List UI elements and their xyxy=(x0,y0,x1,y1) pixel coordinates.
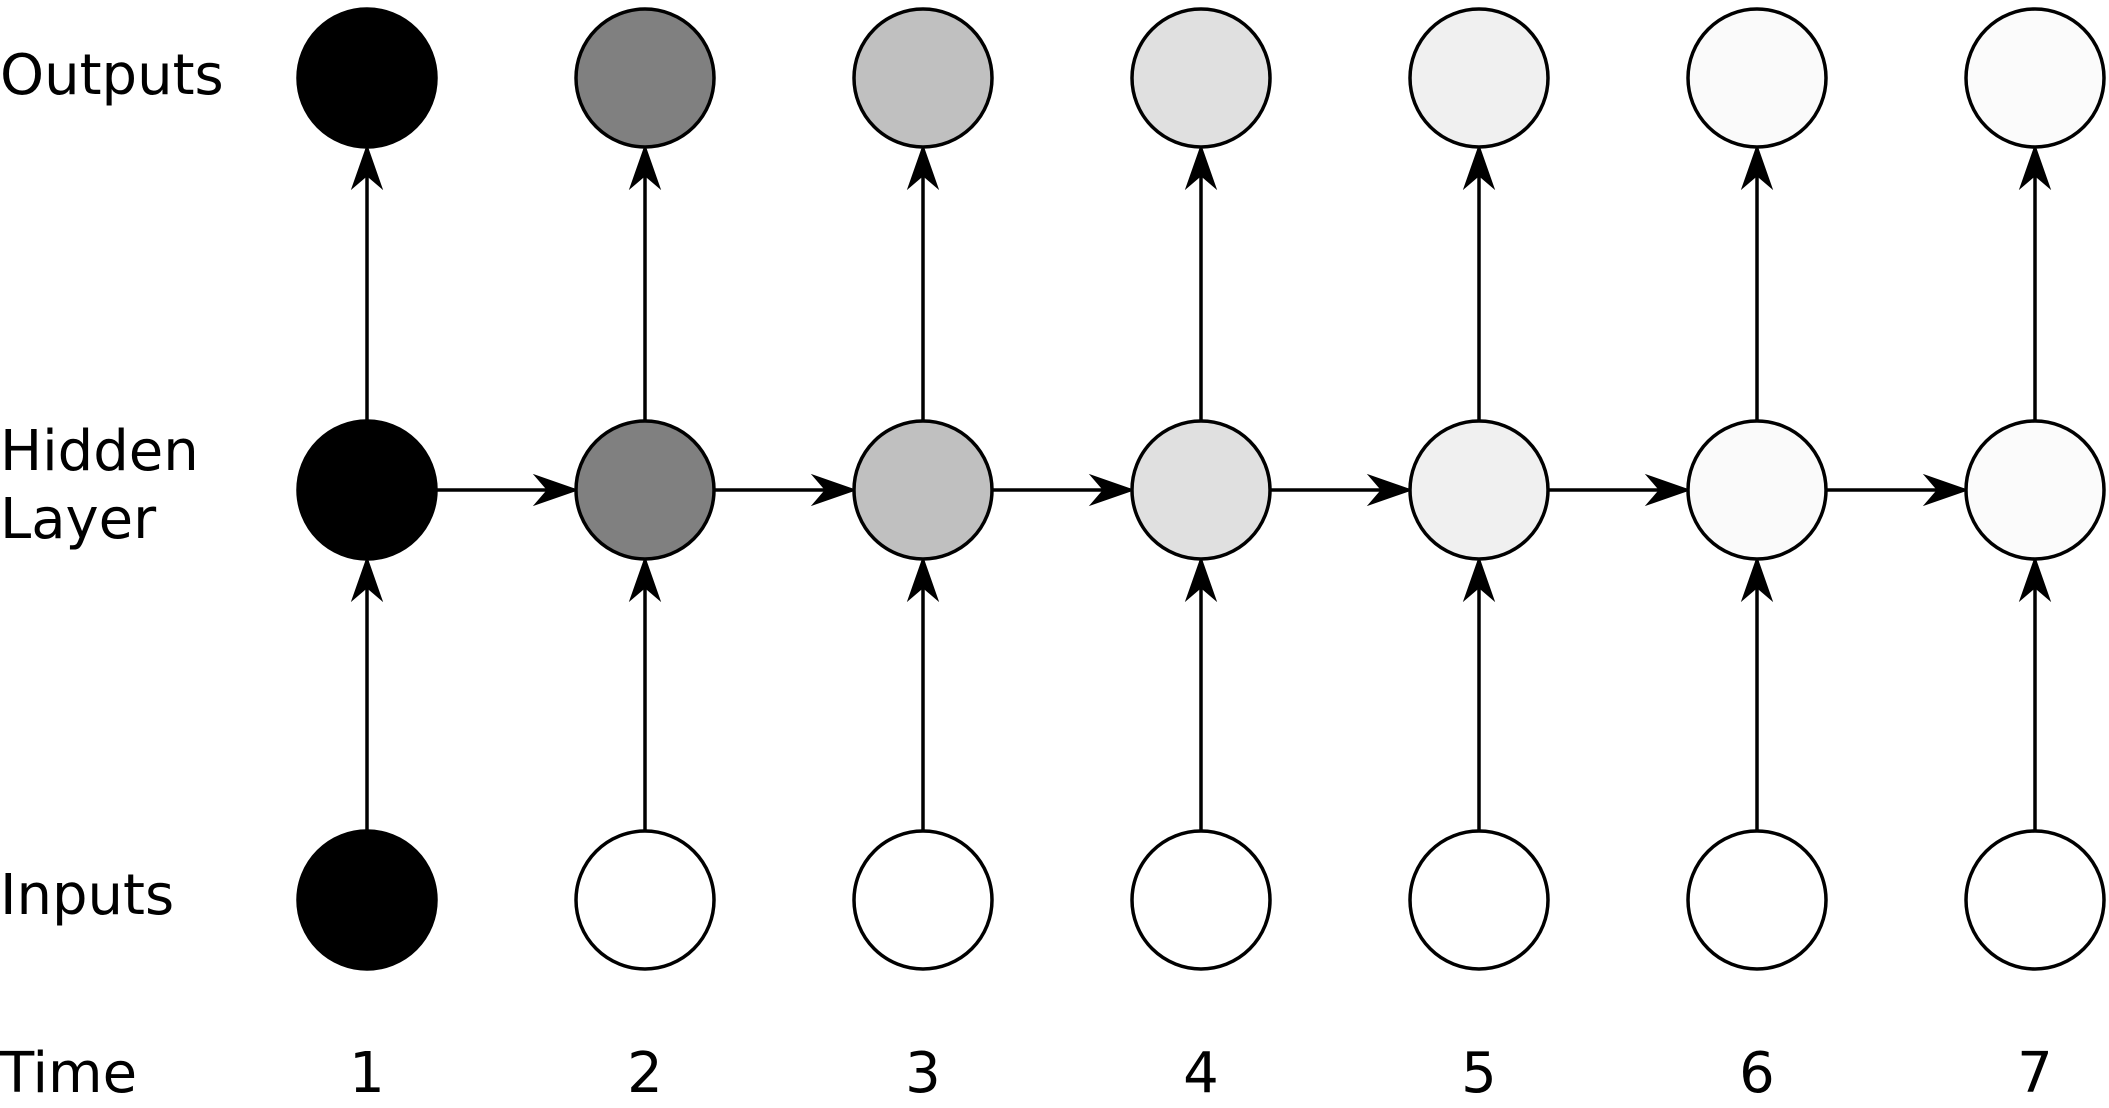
hidden-to-output-arrowhead xyxy=(906,143,940,191)
hidden-node xyxy=(1130,419,1272,561)
inputs-row-label: Inputs xyxy=(0,863,175,928)
time-step-label: 7 xyxy=(2017,1041,2053,1106)
time-step-label: 1 xyxy=(349,1041,385,1106)
recurrent-arrowhead xyxy=(1922,473,1970,507)
edges-group xyxy=(350,143,2052,831)
output-node xyxy=(574,7,716,149)
recurrent-arrowhead xyxy=(810,473,858,507)
output-node xyxy=(1964,7,2106,149)
input-to-hidden-arrowhead xyxy=(1462,555,1496,603)
hidden-to-output-arrowhead xyxy=(1462,143,1496,191)
input-to-hidden-arrowhead xyxy=(906,555,940,603)
hidden-node xyxy=(296,419,438,561)
input-to-hidden-arrowhead xyxy=(350,555,384,603)
hidden-node xyxy=(1408,419,1550,561)
hidden-to-output-arrowhead xyxy=(1184,143,1218,191)
input-to-hidden-arrowhead xyxy=(1184,555,1218,603)
hidden-node xyxy=(1964,419,2106,561)
time-step-label: 4 xyxy=(1183,1041,1219,1106)
time-row-label: Time xyxy=(0,1041,138,1106)
hidden-node xyxy=(574,419,716,561)
input-to-hidden-arrowhead xyxy=(628,555,662,603)
time-step-label: 2 xyxy=(627,1041,663,1106)
hidden-to-output-arrowhead xyxy=(628,143,662,191)
input-node xyxy=(852,829,994,971)
recurrent-arrowhead xyxy=(1644,473,1692,507)
hidden-to-output-arrowhead xyxy=(350,143,384,191)
hidden-node xyxy=(1686,419,1828,561)
time-step-label: 3 xyxy=(905,1041,941,1106)
hidden-to-output-arrowhead xyxy=(1740,143,1774,191)
hidden-layer-row-label: Hidden Layer xyxy=(0,419,199,552)
hidden-to-output-arrowhead xyxy=(2018,143,2052,191)
time-step-label: 5 xyxy=(1461,1041,1497,1106)
input-node xyxy=(1408,829,1550,971)
input-node xyxy=(1964,829,2106,971)
time-step-label: 6 xyxy=(1739,1041,1775,1106)
recurrent-arrowhead xyxy=(1366,473,1414,507)
output-node xyxy=(1130,7,1272,149)
recurrent-arrowhead xyxy=(1088,473,1136,507)
output-node xyxy=(1686,7,1828,149)
input-to-hidden-arrowhead xyxy=(2018,555,2052,603)
input-node xyxy=(1686,829,1828,971)
hidden-node xyxy=(852,419,994,561)
output-node xyxy=(852,7,994,149)
outputs-row-label: Outputs xyxy=(0,43,224,108)
input-to-hidden-arrowhead xyxy=(1740,555,1774,603)
output-node xyxy=(296,7,438,149)
input-node xyxy=(1130,829,1272,971)
nodes-group xyxy=(296,7,2106,971)
input-node xyxy=(574,829,716,971)
recurrent-arrowhead xyxy=(532,473,580,507)
output-node xyxy=(1408,7,1550,149)
input-node xyxy=(296,829,438,971)
